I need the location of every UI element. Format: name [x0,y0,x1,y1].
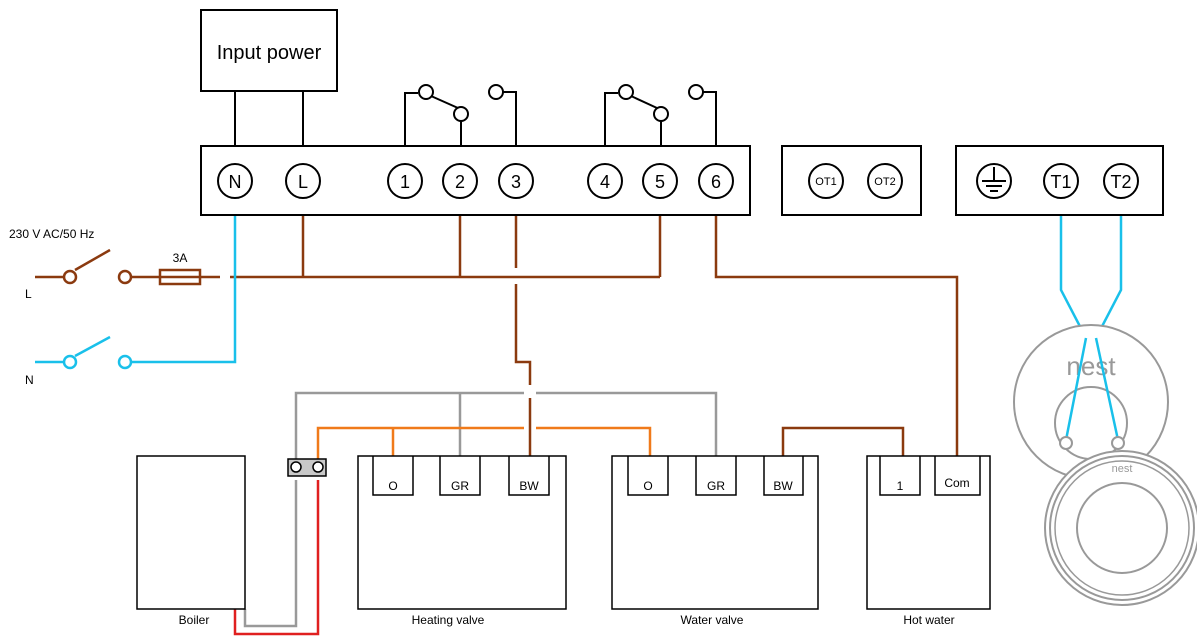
terminal-t2: T2 [1103,163,1139,199]
water-valve-gr: GR [707,479,725,493]
heating-valve-bw: BW [519,479,539,493]
heating-valve-gr: GR [451,479,469,493]
water-valve: O GR BW Water valve [611,455,819,627]
heating-valve: O GR BW Heating valve [357,455,567,627]
terminal-n: N [217,163,253,199]
fuse-label: 3A [173,251,188,265]
input-power: Input power [200,9,338,146]
supply-rating: 230 V AC/50 Hz [9,227,94,241]
red-wire [233,480,320,636]
neutral-wires [35,215,1123,364]
terminal-2: 2 [442,163,478,199]
water-valve-o: O [643,479,652,493]
terminal-4: 4 [587,163,623,199]
terminal-3: 3 [498,163,534,199]
svg-text:5: 5 [655,172,665,192]
hot-water-1: 1 [897,479,904,493]
svg-text:3: 3 [511,172,521,192]
fuse-icon [158,268,202,286]
relay-1 [404,84,517,146]
thermostat-terminal-block: T1 T2 [955,145,1164,216]
live-label: L [25,287,32,301]
terminal-t1: T1 [1043,163,1079,199]
svg-text:OT1: OT1 [815,176,836,188]
svg-text:6: 6 [711,172,721,192]
main-terminal-block: N L 1 2 3 4 5 6 [200,145,751,216]
nest-thermostat: nest [1044,450,1197,606]
terminal-6: 6 [698,163,734,199]
svg-text:L: L [298,172,308,192]
hot-water: 1 Com Hot water [866,455,991,627]
svg-text:N: N [229,172,242,192]
terminal-ot1: OT1 [808,163,844,199]
svg-text:4: 4 [600,172,610,192]
water-valve-bw: BW [773,479,793,493]
svg-text:T2: T2 [1110,172,1131,192]
orange-wires [316,426,652,467]
live-switch [62,269,133,285]
terminal-5: 5 [642,163,678,199]
nest-thermostat-label: nest [1112,463,1133,475]
connector-block [287,458,327,477]
grey-wires [243,391,718,628]
svg-text:1: 1 [400,172,410,192]
terminal-1: 1 [387,163,423,199]
svg-text:OT2: OT2 [874,176,895,188]
svg-text:2: 2 [455,172,465,192]
earth-icon [976,163,1012,199]
heating-valve-o: O [388,479,397,493]
terminal-l: L [285,163,321,199]
svg-text:T1: T1 [1050,172,1071,192]
nest-heat-link-label: nest [1066,351,1116,381]
supply-labels: 230 V AC/50 Hz L N 3A [9,227,187,387]
water-valve-label: Water valve [681,613,744,627]
hot-water-label: Hot water [903,613,954,627]
boiler-label: Boiler [179,613,210,627]
relay-2 [604,84,717,146]
input-power-label: Input power [217,42,322,64]
opentherm-terminal-block: OT1 OT2 [781,145,922,216]
neutral-switch [62,354,133,370]
boiler: Boiler [136,455,246,627]
live-wires [35,215,959,456]
terminal-ot2: OT2 [867,163,903,199]
hot-water-com: Com [944,476,969,490]
heating-valve-label: Heating valve [412,613,485,627]
nest-heat-link: nest [1013,324,1169,480]
neutral-label: N [25,373,34,387]
